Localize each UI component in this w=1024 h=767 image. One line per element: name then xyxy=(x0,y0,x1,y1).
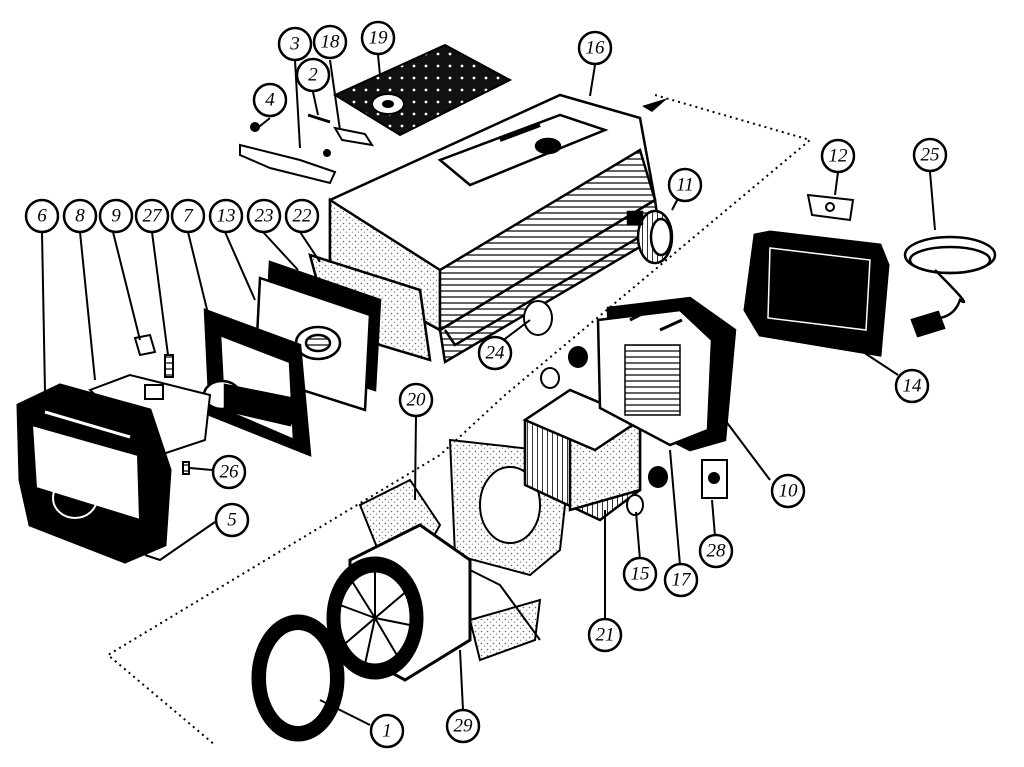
callout-7: 7 xyxy=(170,198,206,234)
small-caps xyxy=(540,346,668,516)
callout-24: 24 xyxy=(477,335,513,371)
svg-text:10: 10 xyxy=(779,481,799,502)
bracket-plate xyxy=(806,193,855,222)
svg-text:13: 13 xyxy=(217,206,236,227)
callout-23: 23 xyxy=(246,198,282,234)
callout-10: 10 xyxy=(770,473,806,509)
svg-text:27: 27 xyxy=(143,206,164,227)
callout-18: 18 xyxy=(312,24,348,60)
svg-text:18: 18 xyxy=(321,32,341,53)
svg-text:15: 15 xyxy=(631,564,650,585)
rear-cover xyxy=(16,383,172,564)
callout-12: 12 xyxy=(820,138,856,174)
callout-27: 27 xyxy=(134,198,170,234)
rear-panel xyxy=(743,230,890,357)
callout-4: 4 xyxy=(252,82,288,118)
svg-text:21: 21 xyxy=(596,625,615,646)
svg-text:22: 22 xyxy=(293,206,313,227)
callout-3: 3 xyxy=(277,26,313,62)
back-plate-and-gasket xyxy=(596,296,737,452)
svg-text:6: 6 xyxy=(37,206,47,227)
callout-14: 14 xyxy=(894,368,930,404)
callout-15: 15 xyxy=(622,556,658,592)
callout-2: 2 xyxy=(295,57,331,93)
callout-17: 17 xyxy=(663,562,699,598)
sealing-ring xyxy=(251,614,345,742)
callout-22: 22 xyxy=(284,198,320,234)
svg-text:14: 14 xyxy=(903,376,923,397)
callout-9: 9 xyxy=(98,198,134,234)
svg-text:11: 11 xyxy=(676,175,694,196)
callout-29: 29 xyxy=(445,708,481,744)
svg-text:28: 28 xyxy=(707,541,727,562)
svg-text:16: 16 xyxy=(586,38,606,59)
main-housing xyxy=(328,93,662,365)
callout-6: 6 xyxy=(24,198,60,234)
svg-text:23: 23 xyxy=(255,206,274,227)
callout-5: 5 xyxy=(214,502,250,538)
svg-text:25: 25 xyxy=(921,145,940,166)
motor-unit xyxy=(326,523,541,682)
svg-text:3: 3 xyxy=(289,34,300,55)
callout-11: 11 xyxy=(667,167,703,203)
callout-26: 26 xyxy=(211,454,247,490)
svg-text:24: 24 xyxy=(486,343,506,364)
svg-text:19: 19 xyxy=(369,28,389,49)
callout-13: 13 xyxy=(208,198,244,234)
control-knob xyxy=(626,209,674,265)
power-cord xyxy=(903,235,997,338)
leader-lines xyxy=(41,54,936,726)
front-filter-assembly xyxy=(202,253,432,457)
svg-text:8: 8 xyxy=(75,206,85,227)
svg-text:7: 7 xyxy=(183,206,194,227)
svg-text:1: 1 xyxy=(382,721,392,742)
svg-text:4: 4 xyxy=(265,90,275,111)
callout-20: 20 xyxy=(398,382,434,418)
svg-text:5: 5 xyxy=(227,510,237,531)
switch-block xyxy=(701,459,728,499)
round-button xyxy=(523,300,553,336)
svg-text:17: 17 xyxy=(672,570,693,591)
svg-text:2: 2 xyxy=(308,65,318,86)
svg-text:20: 20 xyxy=(407,390,427,411)
callouts: 6 8 9 27 7 13 23 22 4 3 2 18 19 16 11 12… xyxy=(24,20,948,749)
svg-text:29: 29 xyxy=(454,716,474,737)
svg-text:12: 12 xyxy=(829,146,849,167)
callout-19: 19 xyxy=(360,20,396,56)
callout-28: 28 xyxy=(698,533,734,569)
callout-25: 25 xyxy=(912,137,948,173)
callout-8: 8 xyxy=(62,198,98,234)
svg-text:26: 26 xyxy=(220,462,240,483)
assembly-arrow xyxy=(642,98,668,112)
top-panel xyxy=(332,43,513,137)
callout-21: 21 xyxy=(587,617,623,653)
callout-1: 1 xyxy=(369,713,405,749)
svg-text:9: 9 xyxy=(111,206,121,227)
callout-16: 16 xyxy=(577,30,613,66)
